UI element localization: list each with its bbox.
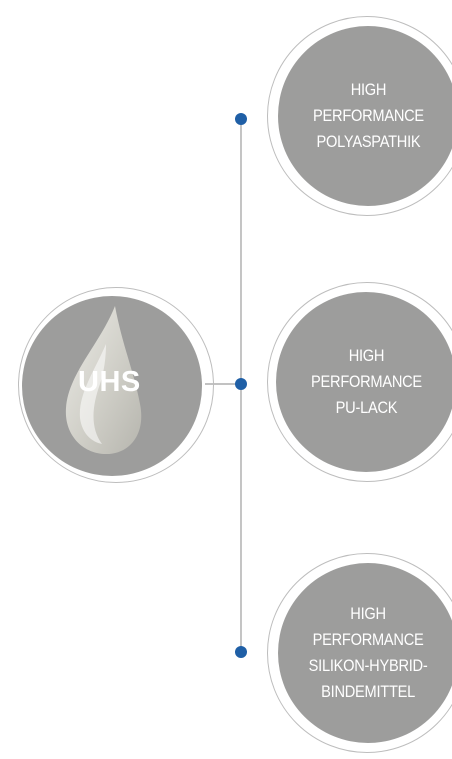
node-label-2: HIGH PERFORMANCE PU-LACK <box>311 343 422 421</box>
node-label-line: PERFORMANCE <box>312 630 424 649</box>
node-label-1: HIGH PERFORMANCE POLYASPATHIK <box>313 77 424 155</box>
node-ring-2 <box>267 282 452 482</box>
hub-label: UHS <box>78 366 141 398</box>
connector-dot-top <box>235 113 247 125</box>
hub-ring <box>18 287 214 483</box>
node-label-line: PERFORMANCE <box>310 372 422 391</box>
node-label-line: POLYASPATHIK <box>316 132 420 151</box>
node-ring-3 <box>267 553 452 753</box>
node-label-line: PU-LACK <box>335 398 397 417</box>
node-circle-2: HIGH PERFORMANCE PU-LACK <box>276 292 452 472</box>
node-circle-3: HIGH PERFORMANCE SILIKON-HYBRID- BINDEMI… <box>278 563 452 743</box>
node-label-line: BINDEMITTEL <box>321 682 415 701</box>
droplet-icon <box>65 306 142 454</box>
node-label-line: HIGH <box>350 80 386 99</box>
connector-dot-bottom <box>235 646 247 658</box>
hub-circle: UHS <box>22 296 202 476</box>
node-label-line: HIGH <box>348 346 384 365</box>
node-circle-1: HIGH PERFORMANCE POLYASPATHIK <box>278 26 452 206</box>
connector-dot-middle <box>235 378 247 390</box>
node-label-line: SILIKON-HYBRID- <box>308 656 428 675</box>
node-ring-1 <box>267 16 452 216</box>
node-label-line: HIGH <box>350 604 386 623</box>
node-label-line: PERFORMANCE <box>312 106 424 125</box>
node-label-3: HIGH PERFORMANCE SILIKON-HYBRID- BINDEMI… <box>309 601 428 705</box>
